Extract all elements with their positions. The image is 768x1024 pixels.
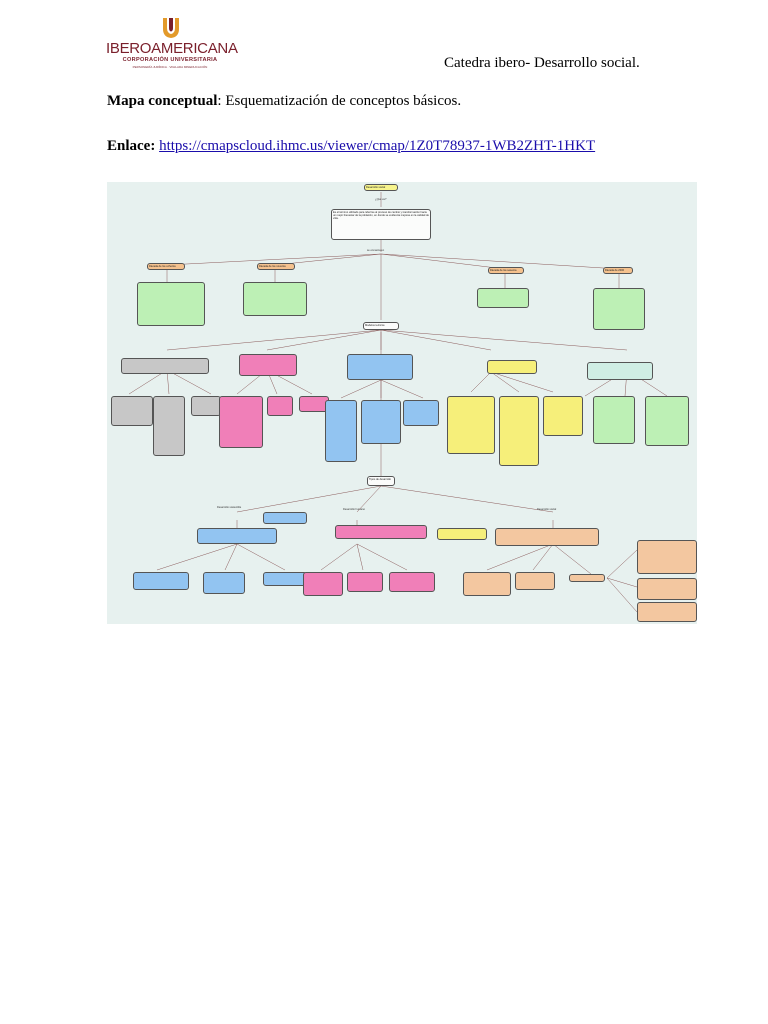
map-label: Mapa conceptual [107,93,218,109]
type-sub-node [515,572,555,590]
section-detail-node [477,288,529,308]
cmap-link[interactable]: https://cmapscloud.ihmc.us/viewer/cmap/1… [159,138,596,154]
type-detail-node [197,528,277,544]
course-title: Catedra ibero- Desarrollo social. [444,55,640,71]
type-sub-node [203,572,245,594]
type-sub-node [263,572,307,586]
subconcept-node [267,396,293,416]
side-note-node [637,578,697,600]
section-node: Década de los noventa [257,263,295,270]
logo-name: IBEROAMERICANA [106,40,238,57]
map-description: Mapa conceptual: Esquematización de conc… [107,93,461,110]
type-sub-node [569,574,605,582]
root-node: Desarrollo social [364,184,398,191]
subconcept-node [325,400,357,462]
type-sub-node [303,572,343,596]
side-note-node [637,602,697,622]
section-detail-node [137,282,205,326]
subconcept-node [447,396,495,454]
logo-emblem-icon [163,18,179,38]
map-text: : Esquematización de conceptos básicos. [217,93,462,109]
type-sub-node [347,572,383,592]
concept-map-connectors [128,192,668,613]
type-detail-node [263,512,307,524]
subconcept-node [111,396,153,426]
subconcept-node [593,396,635,444]
theory-node [121,358,209,374]
theory-node [587,362,653,380]
section-detail-node [243,282,307,316]
subconcept-node [219,396,263,448]
side-note-node [637,540,697,574]
theory-node [487,360,537,374]
definition-node: Es el término utilizado para referirse a… [331,209,431,240]
type-label: Desarrollo social [537,508,557,511]
concept-map-image: Desarrollo social ¿Qué es? Es el término… [107,182,697,624]
type-sub-node [463,572,511,596]
type-label: Desarrollo sostenible [217,506,242,509]
subconcept-node [191,396,221,416]
subconcept-node [403,400,439,426]
theory-node [347,354,413,380]
subconcept-node [645,396,689,446]
type-label: Desarrollo humano [343,508,365,511]
connector-label: se enmarca en [367,249,385,252]
link-label: Enlace: [107,138,156,154]
types-node: Tipos de desarrollo [367,476,395,486]
subconcept-node [543,396,583,436]
subconcept-node [361,400,401,444]
type-sub-node [133,572,189,590]
subconcept-node [153,396,185,456]
question-label: ¿Qué es? [375,198,387,201]
logo-subtitle: CORPORACIÓN UNIVERSITARIA [122,57,218,63]
section-node: Década de los ochenta [147,263,185,270]
type-detail-node [495,528,599,546]
section-detail-node [593,288,645,330]
section-node: Década de los sesenta [488,267,524,274]
theories-node: Modelos teóricos [363,322,399,330]
university-logo: IBEROAMERICANA CORPORACIÓN UNIVERSITARIA… [106,16,238,72]
section-node: Década de 2000 [603,267,633,274]
subconcept-node [499,396,539,466]
type-sub-node [389,572,435,592]
logo-fine-print: PERSONERÍA JURÍDICA · VIGILADA MINEDUCAC… [132,65,208,69]
theory-node [239,354,297,376]
type-detail-node [437,528,487,540]
type-detail-node [335,525,427,539]
link-line: Enlace: https://cmapscloud.ihmc.us/viewe… [107,138,595,155]
